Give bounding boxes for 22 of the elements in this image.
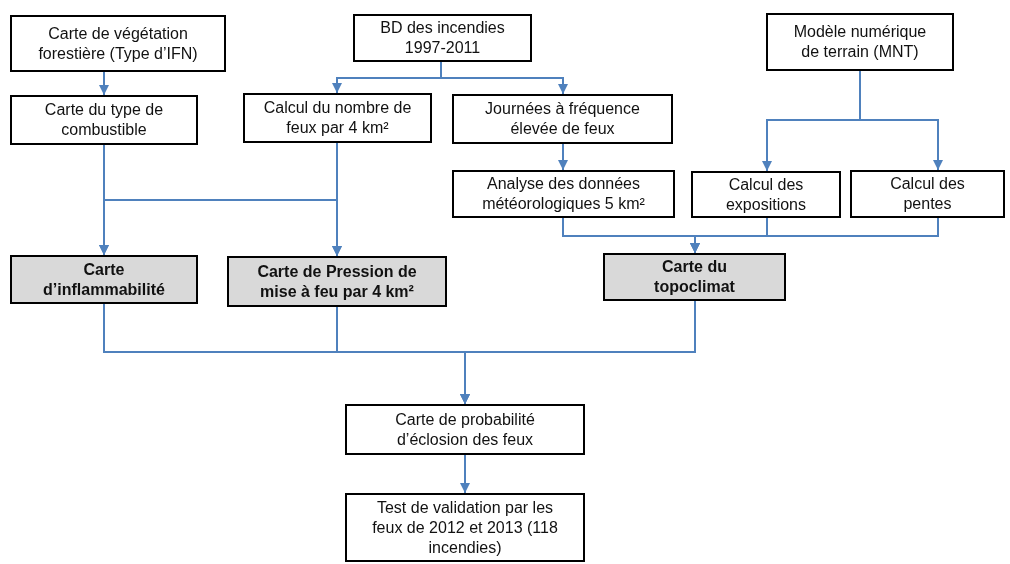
process-box: Carte du type de combustible	[10, 95, 198, 145]
process-box: Carte d’inflammabilité	[10, 255, 198, 304]
process-box: Journées à fréquence élevée de feux	[452, 94, 673, 144]
arrow	[690, 217, 939, 254]
process-box: Analyse des données météorologiques 5 km²	[452, 170, 675, 218]
process-box: Carte de Pression de mise à feu par 4 km²	[227, 256, 447, 307]
arrow	[859, 70, 943, 171]
process-box: Calcul des pentes	[850, 170, 1005, 218]
process-box: Carte de probabilité d’éclosion des feux	[345, 404, 585, 455]
arrow	[558, 143, 568, 171]
arrow	[440, 61, 568, 95]
process-box: BD des incendies 1997-2011	[353, 14, 532, 62]
process-box: Carte de végétation forestière (Type d’IFN)	[10, 15, 226, 72]
process-box: Carte du topoclimat	[603, 253, 786, 301]
arrow	[460, 300, 696, 405]
arrow	[460, 454, 470, 494]
process-box: Modèle numérique de terrain (MNT)	[766, 13, 954, 71]
process-box: Calcul des expositions	[691, 171, 841, 218]
arrow	[332, 142, 342, 257]
process-box: Test de validation par les feux de 2012 et 2013 (118 incendies)	[345, 493, 585, 562]
arrow	[99, 71, 109, 96]
process-box: Calcul du nombre de feux par 4 km²	[243, 93, 432, 143]
